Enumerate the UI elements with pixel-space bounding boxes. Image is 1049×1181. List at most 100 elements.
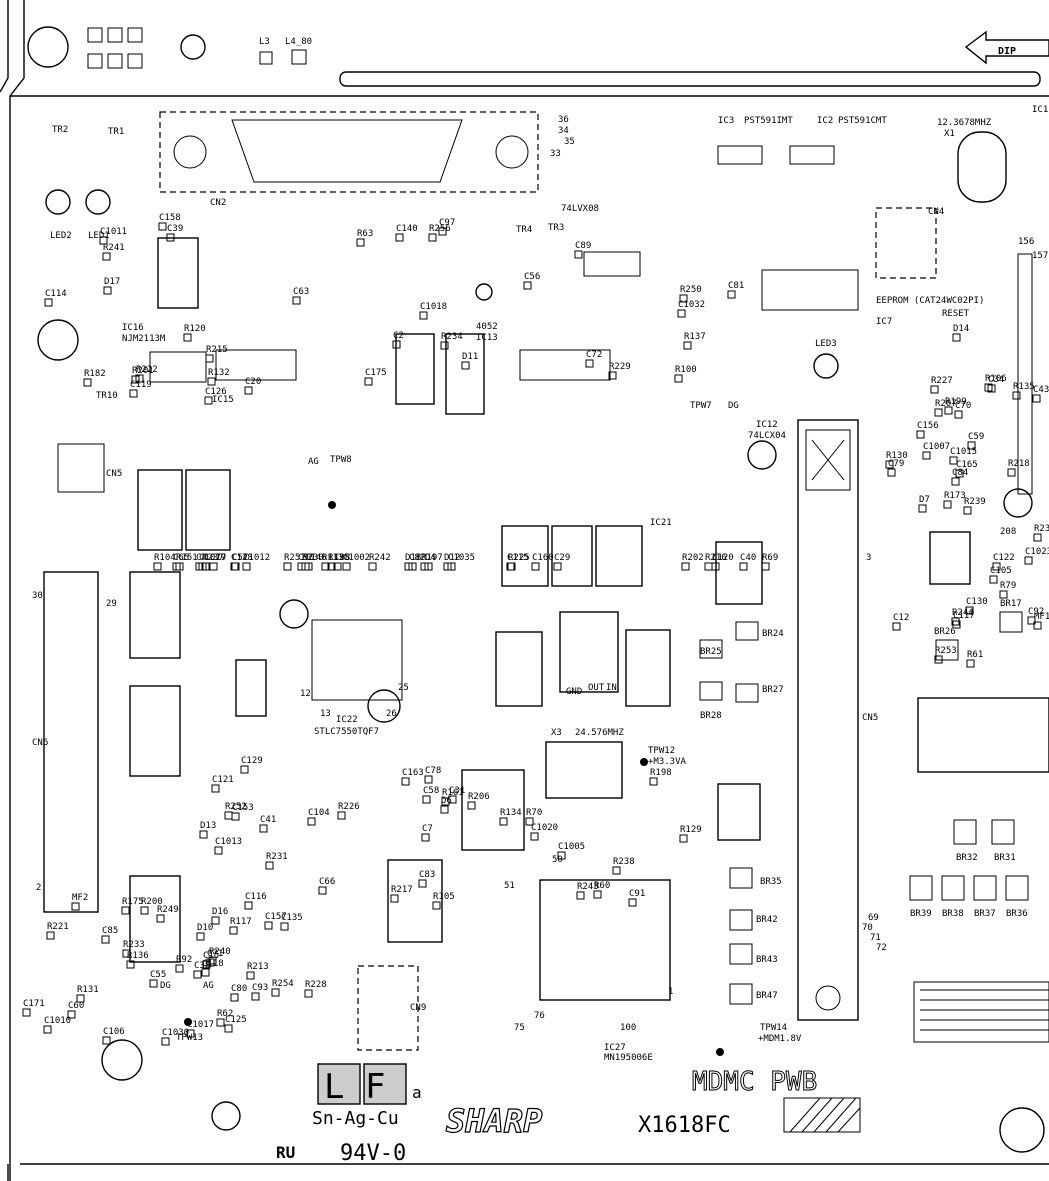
capacitor-label: C1023 [1025, 547, 1049, 557]
lf-text: L F [324, 1067, 385, 1107]
resistor-label: R242 [369, 553, 391, 563]
diode-pad [461, 361, 470, 370]
l4-pad: L4_80 [285, 37, 312, 65]
capacitor-label: C1013 [215, 837, 242, 847]
capacitor-pad [43, 1025, 52, 1034]
resistor-label: R130 [886, 451, 908, 461]
capacitor-label: C38 [194, 961, 210, 971]
ul-rating: 94V-0 [340, 1141, 406, 1166]
resistor-pad [679, 834, 688, 843]
bead-label: BR17 [1000, 599, 1022, 609]
tpw14-label: TPW14 [760, 1023, 787, 1033]
capacitor-label: C90 [298, 553, 314, 563]
capacitor-pad [585, 359, 594, 368]
resistor-pad [337, 811, 346, 820]
capacitor-pad [264, 921, 273, 930]
capacitor-label: C63 [293, 287, 309, 297]
net-ag: AG [308, 457, 319, 467]
capacitor-pad [201, 968, 210, 977]
resistor-label: R92 [176, 955, 192, 965]
tr4-label: TR4 [516, 225, 532, 235]
capacitor-label: C153 [232, 803, 254, 813]
capacitor-label: C93 [252, 983, 268, 993]
capacitor-pad [967, 441, 976, 450]
capacitor-label: C156 [917, 421, 939, 431]
led1-label: LED1 [88, 231, 110, 241]
bead-label: BR25 [700, 647, 722, 657]
capacitor-pad [557, 851, 566, 860]
resistor-label: R198 [650, 768, 672, 778]
capacitor-label: C157 [265, 912, 287, 922]
ic1-big-qfp: IC1 [1017, 105, 1048, 495]
test-pad-grid-top [87, 27, 143, 69]
capacitor-pad [523, 281, 532, 290]
capacitor-pad [214, 846, 223, 855]
ic13: IC13 4052 [476, 322, 611, 381]
resistor-pad [432, 901, 441, 910]
capacitor-label: C80 [231, 984, 247, 994]
tpw8-label: TPW8 [330, 455, 352, 465]
capacitor-label: C39 [167, 224, 183, 234]
resistor-label: R117 [230, 917, 252, 927]
net-out: OUT [588, 683, 605, 693]
tr2-label: TR2 [52, 125, 68, 135]
bead-pads [699, 611, 1029, 1005]
tpw13-label: TPW13 [176, 1033, 203, 1043]
component-labels-top: TR2 TR1 LED1 LED2 LED3 TR3 TR4 TR10 [45, 125, 839, 401]
resistor-label: R60 [594, 881, 610, 891]
capacitor-label: C114 [45, 289, 67, 299]
resistor-pad [201, 562, 210, 571]
resistor-pad [934, 655, 943, 664]
x3-freq: 24.576MHZ [575, 728, 624, 738]
capacitor-pad [392, 340, 401, 349]
tpw12-label: TPW12 [648, 746, 675, 756]
capacitor-pad [1024, 556, 1033, 565]
capacitor-pad [204, 396, 213, 405]
ic27-qfp: IC27 MN195006E [539, 879, 671, 1063]
capacitor-pad [206, 958, 215, 967]
cn5-label: CN5 [106, 469, 122, 479]
mounting-hole-top-left [27, 26, 206, 68]
reference-labels: C2C4C7C12C15C20C29C31C34C38C39C40C41C43C… [23, 115, 1049, 1038]
cn6-connector: CN6 [32, 571, 99, 913]
crystal-x1: 12.3678MHZ X1 [937, 118, 1007, 203]
capacitor-pad [44, 298, 53, 307]
net-ag-2: AG [203, 981, 214, 991]
capacitor-label: C1005 [558, 842, 585, 852]
capacitor-pad [1027, 616, 1036, 625]
pin-number: 33 [550, 149, 561, 159]
resistor-label: R151 [176, 553, 198, 563]
capacitor-label: C55 [150, 970, 166, 980]
diode-label: D14 [953, 324, 969, 334]
bead-label: BR31 [994, 853, 1016, 863]
capacitor-pad [242, 562, 251, 571]
capacitor-label: C84 [952, 468, 968, 478]
capacitor-label: C171 [23, 999, 45, 1009]
resistor-pad [304, 989, 313, 998]
pin-number: 12 [300, 689, 311, 699]
capacitor-pad [922, 451, 931, 460]
pin-number: 75 [514, 1023, 525, 1033]
capacitor-pad [333, 562, 342, 571]
capacitor-pad [949, 456, 958, 465]
pin-number: 208 [1000, 527, 1016, 537]
resistor-pad [207, 377, 216, 386]
bead-label: BR47 [756, 991, 778, 1001]
capacitor-pad [161, 1037, 170, 1046]
pin-number: 35 [564, 137, 575, 147]
cn2-label: CN2 [210, 198, 226, 208]
capacitor-pad [421, 833, 430, 842]
capacitor-label: C57 [232, 553, 248, 563]
pin-number: 50 [552, 855, 563, 865]
capacitor-label: C70 [955, 401, 971, 411]
bead-label: BR38 [942, 909, 964, 919]
capacitor-label: C160 [532, 553, 554, 563]
capacitor-label: C82 [409, 553, 425, 563]
resistor-pad [271, 988, 280, 997]
ic7-part: EEPROM (CAT24WC02PI) [876, 296, 984, 306]
capacitor-label: C60 [68, 1001, 84, 1011]
resistor-pad [135, 374, 144, 383]
capacitor-label: C58 [423, 786, 439, 796]
capacitor-pad [553, 562, 562, 571]
resistor-label: R254 [272, 979, 294, 989]
